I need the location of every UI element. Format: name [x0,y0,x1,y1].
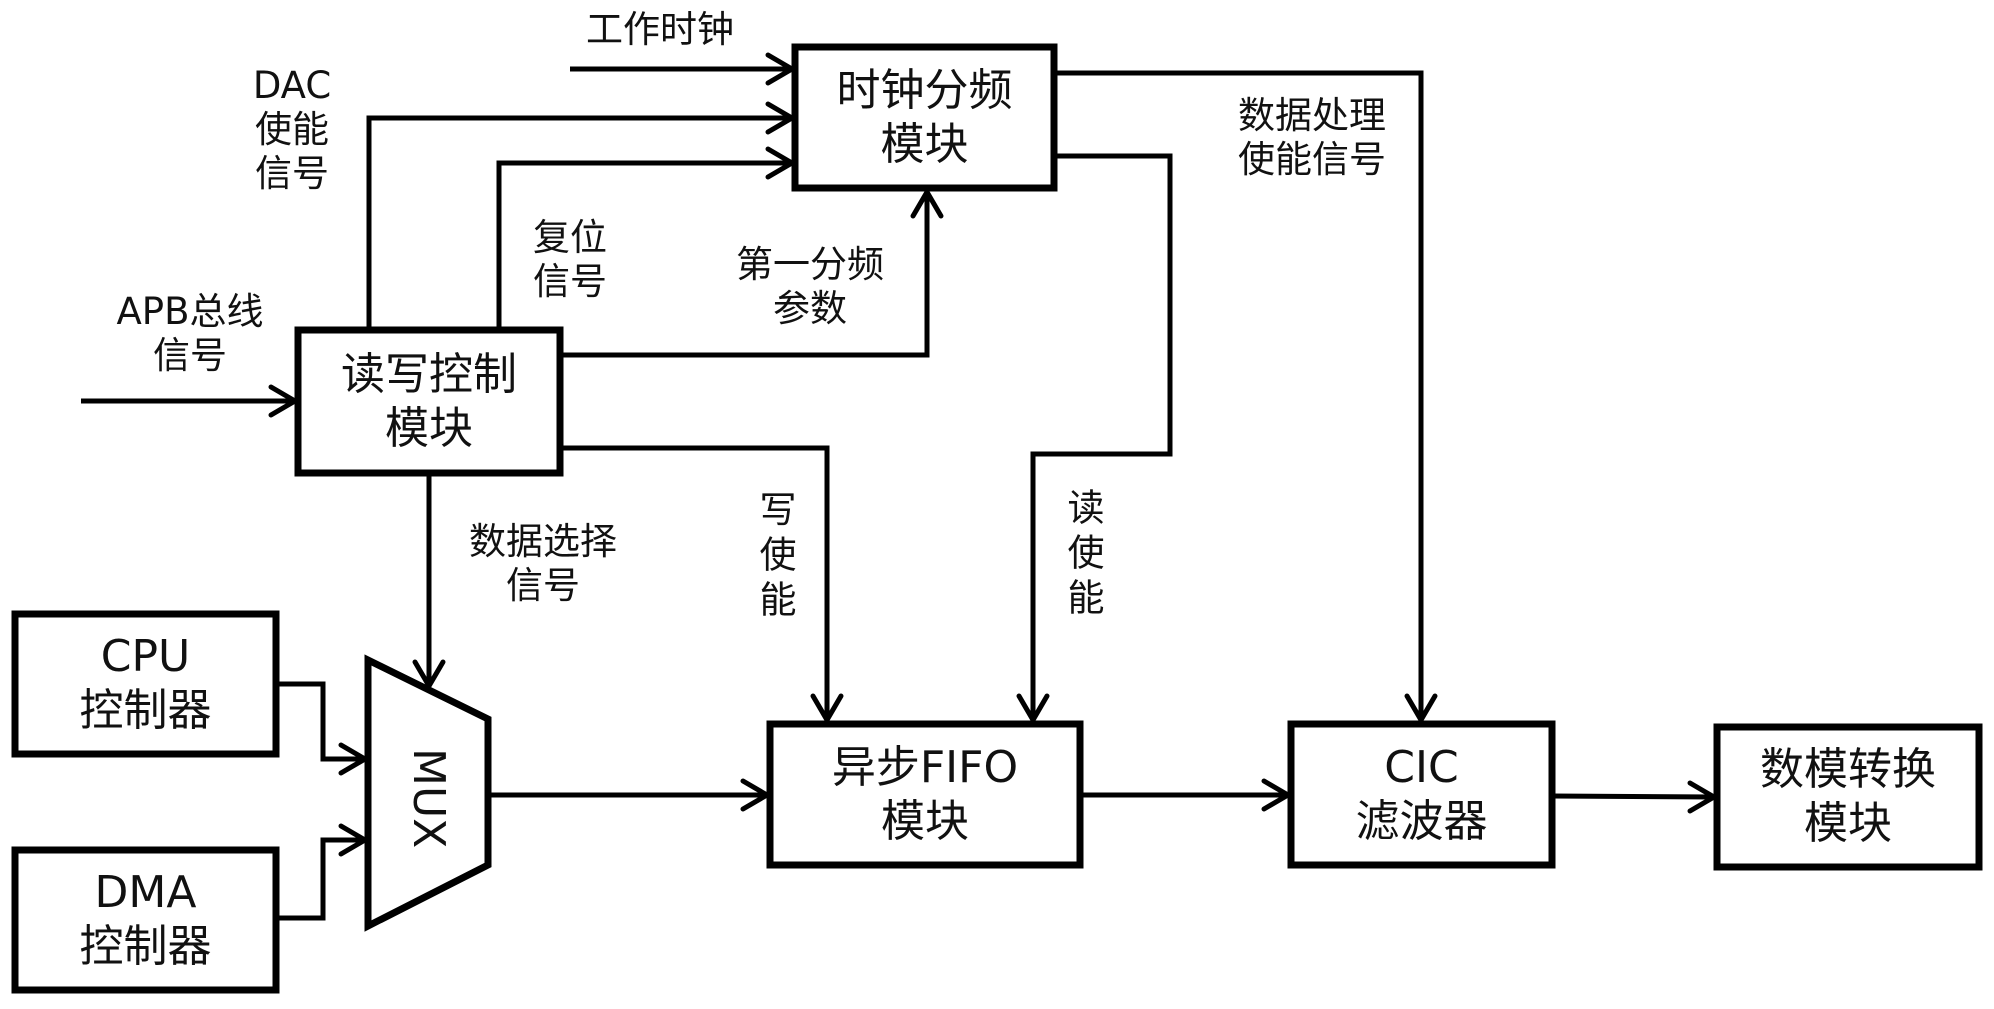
mux-block [364,654,492,932]
apb-bus-label-line2: 信号 [153,334,227,377]
first-divider-param-wire [560,192,930,358]
dac-label-line1: 数模转换 [1760,744,1936,795]
cpu-to-mux-wire [276,681,365,762]
write-enable-wire [560,445,830,720]
first-divider-param-label-line1: 第一分频 [736,243,884,286]
data-processing-enable-label-line1: 数据处理 [1238,94,1386,137]
cic-filter-block [1287,720,1556,869]
read-enable-wire [1030,153,1173,720]
rw-control-label-line2: 模块 [385,402,473,454]
arrow-up-icon [910,189,944,219]
rw-control-label: 读写控制 模块 [298,330,560,473]
cic-to-dac-wire [1551,793,1715,800]
dma-controller-block [11,846,280,994]
dac-enable-label: DAC 使能 信号 [242,64,342,196]
dac-enable-label-line3: 信号 [255,152,329,195]
dma-controller-label: DMA 控制器 [15,850,276,990]
async-fifo-block [766,720,1084,869]
data-select-label: 数据选择 信号 [453,520,633,608]
clock-divider-label: 时钟分频 模块 [795,47,1054,188]
reset-label-line2: 信号 [533,260,607,303]
arrow-down-icon [412,659,446,689]
data-processing-enable-label-line2: 使能信号 [1238,138,1386,181]
clock-divider-label-line2: 模块 [880,118,969,170]
cpu-controller-label-line2: 控制器 [79,685,212,736]
first-divider-param-label: 第一分频 参数 [720,243,900,331]
reset-wire [496,160,792,330]
cpu-controller-block [11,610,280,758]
work-clock-label: 工作时钟 [586,8,734,51]
dac-enable-wire [366,115,792,330]
dac-block [1713,723,1983,871]
read-enable-label: 读使能 [1061,488,1104,623]
cpu-controller-label: CPU 控制器 [15,614,276,754]
first-divider-param-label-line2: 参数 [773,287,847,330]
cpu-controller-label-line1: CPU [100,631,191,682]
data-select-label-line1: 数据选择 [469,520,617,563]
arrow-down-icon [1404,693,1438,723]
dma-controller-label-line1: DMA [94,867,197,918]
async-fifo-label-line1: 异步FIFO [831,741,1019,793]
cic-filter-label-line2: 滤波器 [1355,795,1488,847]
apb-bus-label: APB总线 信号 [105,290,275,378]
rw-control-label-line1: 读写控制 [341,348,517,400]
clock-divider-label-line1: 时钟分频 [836,64,1013,116]
dma-controller-label-line2: 控制器 [79,921,212,972]
dac-enable-label-line1: DAC [252,64,332,107]
cic-filter-label-line1: CIC [1384,741,1459,793]
dac-enable-label-line2: 使能 [255,108,329,151]
clock-divider-block [791,43,1058,192]
reset-label: 复位 信号 [520,216,620,304]
cic-filter-label: CIC 滤波器 [1291,724,1552,865]
write-enable-label: 写使能 [753,490,796,625]
data-select-label-line2: 信号 [506,564,580,607]
data-processing-enable-wire [1054,70,1424,720]
dac-label: 数模转换 模块 [1717,727,1979,867]
arrow-down-icon [1016,693,1050,723]
dma-to-mux-wire [276,837,365,921]
rw-control-block [294,326,564,477]
async-fifo-label: 异步FIFO 模块 [770,724,1080,865]
mux-label: MUX [403,748,454,849]
data-processing-enable-label: 数据处理 使能信号 [1222,94,1402,182]
async-fifo-label-line2: 模块 [881,795,969,847]
reset-label-line1: 复位 [533,216,607,259]
arrow-down-icon [810,693,844,723]
apb-bus-label-line1: APB总线 [116,290,264,333]
dac-label-line2: 模块 [1804,798,1892,849]
